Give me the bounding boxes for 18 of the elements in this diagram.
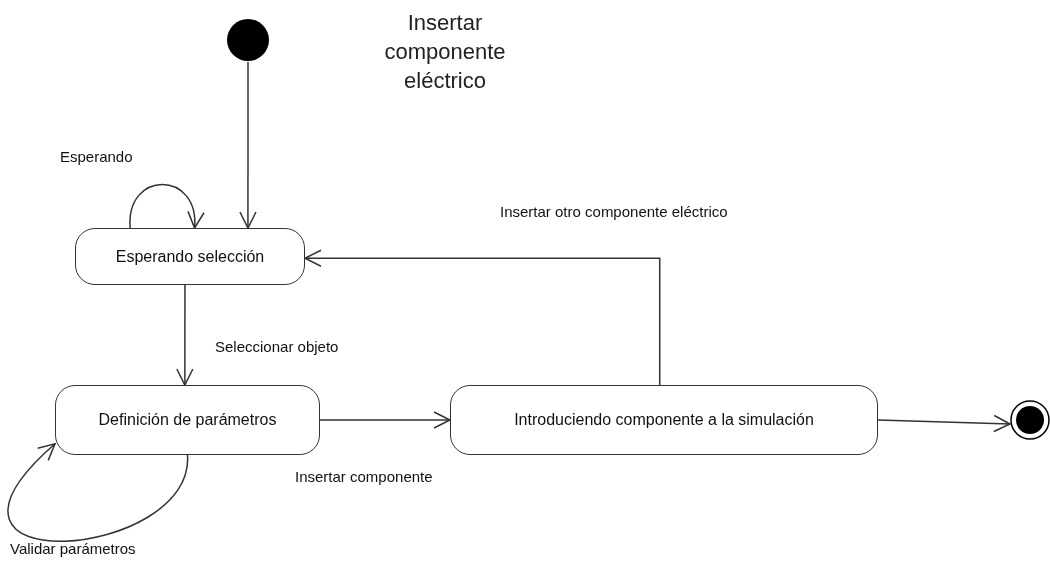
transition-arrow (319, 411, 451, 429)
transition-arrow (8, 443, 189, 543)
edge-label: Seleccionar objeto (215, 338, 339, 355)
edge-label: Insertar componente (295, 468, 433, 485)
initial-state-dot (226, 18, 270, 62)
transition-arrow (239, 61, 257, 229)
transition-arrow (129, 183, 203, 229)
state-box: Esperando selección (75, 228, 305, 285)
transition-arrow (304, 249, 661, 386)
edge-label: Validar parámetros (10, 540, 136, 557)
diagram-title: Insertar componente eléctrico (383, 9, 507, 95)
transition-arrow (176, 284, 194, 386)
final-state-bullseye (1010, 400, 1050, 440)
transition-arrow (877, 414, 1011, 433)
state-box: Introduciendo componente a la simulación (450, 385, 878, 455)
edge-label: Insertar otro componente eléctrico (500, 203, 728, 220)
state-box: Definición de parámetros (55, 385, 320, 455)
edge-label: Esperando (60, 148, 133, 165)
